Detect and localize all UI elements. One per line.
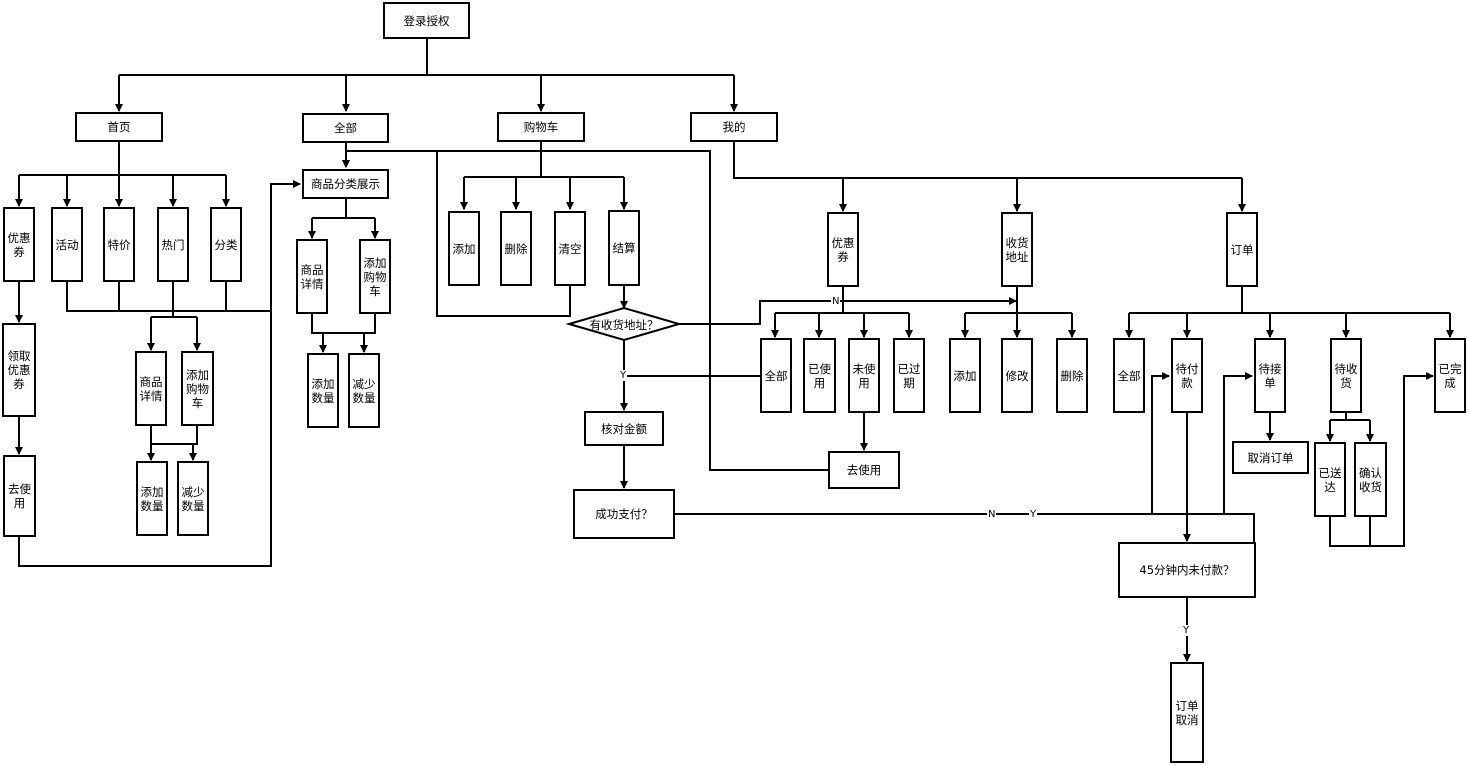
node-coupon-used: 已使用: [803, 338, 836, 413]
node-has-address-label: 有收货地址？: [589, 318, 659, 332]
node-order-pending-receive: 待收货: [1330, 338, 1362, 413]
node-home-detail: 商品详情: [135, 351, 167, 426]
node-all-detail: 商品详情: [296, 239, 328, 314]
node-verify-amount: 核对金额: [584, 411, 664, 446]
node-home-category: 分类: [210, 207, 242, 282]
node-go-use-left: 去使用: [3, 455, 36, 537]
node-cart-delete: 删除: [500, 211, 532, 286]
node-coupon-expired: 已过期: [893, 338, 925, 413]
node-coupon-unused: 未使用: [848, 338, 880, 413]
node-order-done: 已完成: [1434, 338, 1466, 413]
label-address-yes: Y: [619, 370, 628, 381]
edge-to-home: [119, 74, 734, 111]
node-delivered: 已送达: [1314, 442, 1346, 517]
node-home: 首页: [75, 112, 163, 142]
node-home-reduce-qty: 减少数量: [177, 461, 209, 536]
node-get-coupon: 领取优惠券: [2, 323, 36, 417]
node-home-hot: 热门: [157, 207, 189, 282]
node-address-add: 添加: [949, 338, 981, 413]
node-address-edit: 修改: [1001, 338, 1033, 413]
edge-hot-to-detail: [151, 311, 197, 318]
edge-pay-yes: [1223, 372, 1253, 514]
edge-pay-no: [1151, 372, 1170, 514]
node-order-pending-accept: 待接单: [1254, 338, 1286, 413]
label-pay-no: N: [987, 509, 997, 520]
node-pay-success: 成功支付？: [573, 489, 675, 539]
node-cart-clear: 清空: [554, 211, 586, 286]
edge-delivered-to-done: [1329, 372, 1434, 547]
node-mine-order: 订单: [1226, 212, 1258, 287]
node-mine-coupon: 优惠券: [827, 212, 859, 287]
node-order-pending-pay: 待付款: [1171, 338, 1203, 413]
node-home-add-cart: 添加购物车: [181, 351, 214, 426]
node-cart-add: 添加: [448, 211, 480, 286]
node-all-add-qty: 添加数量: [307, 353, 339, 428]
node-order-cancelled: 订单取消: [1170, 662, 1204, 763]
edge-address-no: [679, 297, 1017, 325]
node-confirm-receive: 确认收货: [1354, 442, 1387, 517]
node-category-display: 商品分类展示: [302, 169, 389, 199]
decision-has-address: [565, 306, 683, 342]
node-mine: 我的: [690, 112, 778, 142]
node-cart-checkout: 结算: [608, 210, 640, 286]
node-coupon-all: 全部: [760, 338, 792, 413]
edge-cart-bus: [464, 142, 624, 178]
node-home-coupon: 优惠券: [3, 207, 35, 282]
node-go-use-right: 去使用: [828, 451, 900, 489]
node-unpaid-45: 45分钟内未付款？: [1118, 542, 1256, 598]
edge-mine-bus: [733, 142, 1242, 179]
node-home-activity: 活动: [51, 207, 83, 282]
node-home-add-qty: 添加数量: [136, 461, 168, 536]
label-unpaid-yes: Y: [1182, 625, 1191, 636]
node-order-all: 全部: [1113, 338, 1145, 413]
node-address-delete: 删除: [1056, 338, 1088, 413]
node-home-special: 特价: [103, 207, 135, 282]
node-mine-address: 收货地址: [1001, 212, 1033, 287]
edge-home-bus: [19, 142, 226, 176]
edge-go-use-right-to-category: [342, 150, 828, 471]
edge-clear-back: [436, 151, 571, 317]
edge-use-to-category: [18, 180, 301, 567]
node-cancel-order: 取消订单: [1232, 441, 1309, 474]
label-pay-yes: Y: [1029, 509, 1038, 520]
node-all: 全部: [302, 113, 389, 143]
node-all-add-cart: 添加购物车: [359, 239, 391, 314]
label-address-no: N: [831, 296, 841, 307]
node-cart: 购物车: [497, 112, 585, 142]
node-login: 登录授权: [383, 2, 470, 39]
edge-home-bottom-bus: [66, 282, 271, 312]
node-all-reduce-qty: 减少数量: [348, 353, 380, 428]
